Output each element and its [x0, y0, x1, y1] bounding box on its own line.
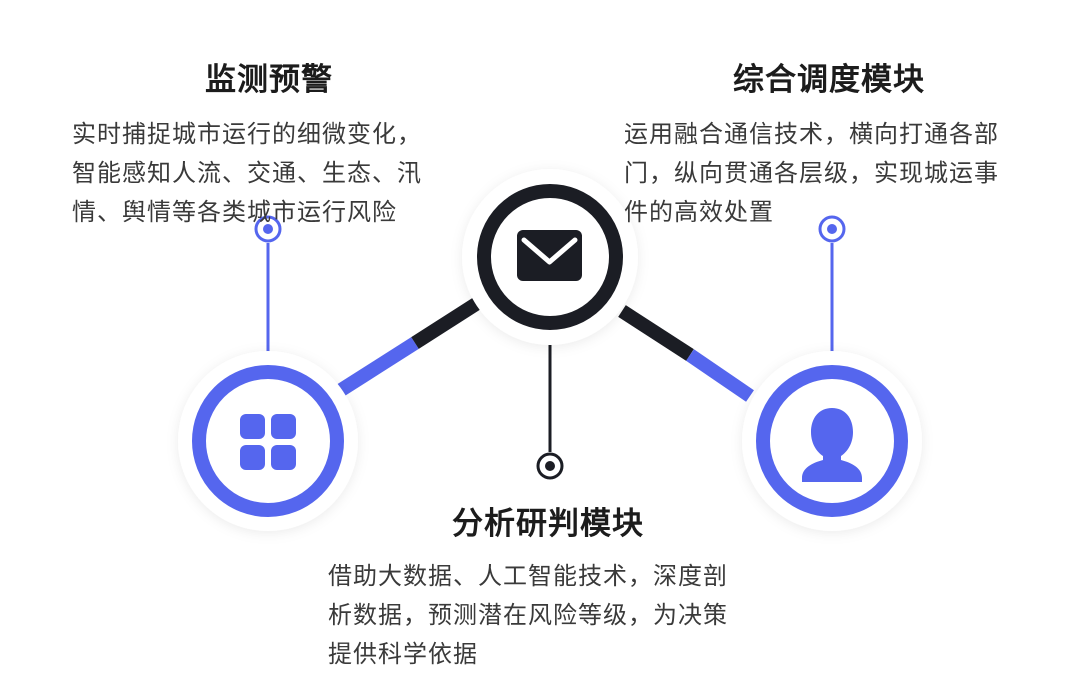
- dispatch-title: 综合调度模块: [733, 62, 925, 98]
- left-node: [178, 351, 358, 531]
- monitoring-line: 智能感知人流、交通、生态、汛: [72, 159, 422, 187]
- dispatch-description: 运用融合通信技术，横向打通各部 门，纵向贯通各层级，实现城运事 件的高效处置: [624, 115, 1039, 232]
- dispatch-line: 运用融合通信技术，横向打通各部: [624, 120, 999, 148]
- analysis-title: 分析研判模块: [452, 506, 644, 542]
- grid-icon: [240, 414, 296, 470]
- dispatch-line: 件的高效处置: [624, 198, 774, 226]
- monitoring-line: 实时捕捉城市运行的细微变化，: [72, 120, 422, 148]
- connector-left: [334, 298, 480, 398]
- analysis-block: 分析研判模块 借助大数据、人工智能技术，深度剖 析数据，预测潜在风险等级，为决策…: [328, 498, 768, 674]
- monitoring-block: 监测预警 实时捕捉城市运行的细微变化， 智能感知人流、交通、生态、汛 情、舆情等…: [72, 54, 472, 232]
- connector-right-pin: [818, 215, 846, 352]
- dispatch-line: 门，纵向贯通各层级，实现城运事: [624, 159, 999, 187]
- connector-bottom: [536, 345, 564, 480]
- user-icon: [802, 408, 862, 482]
- analysis-description: 借助大数据、人工智能技术，深度剖 析数据，预测潜在风险等级，为决策 提供科学依据: [328, 557, 763, 674]
- connector-left-pin: [254, 215, 282, 352]
- center-node: [462, 169, 638, 345]
- analysis-line: 析数据，预测潜在风险等级，为决策: [328, 601, 728, 629]
- monitoring-description: 实时捕捉城市运行的细微变化， 智能感知人流、交通、生态、汛 情、舆情等各类城市运…: [72, 115, 462, 232]
- right-node: [742, 351, 922, 531]
- connector-right: [618, 305, 754, 402]
- monitoring-title: 监测预警: [205, 62, 333, 98]
- monitoring-line: 情、舆情等各类城市运行风险: [72, 198, 397, 226]
- analysis-line: 借助大数据、人工智能技术，深度剖: [328, 562, 728, 590]
- analysis-line: 提供科学依据: [328, 640, 478, 668]
- dispatch-block: 综合调度模块 运用融合通信技术，横向打通各部 门，纵向贯通各层级，实现城运事 件…: [624, 54, 1044, 232]
- envelope-icon: [517, 230, 582, 281]
